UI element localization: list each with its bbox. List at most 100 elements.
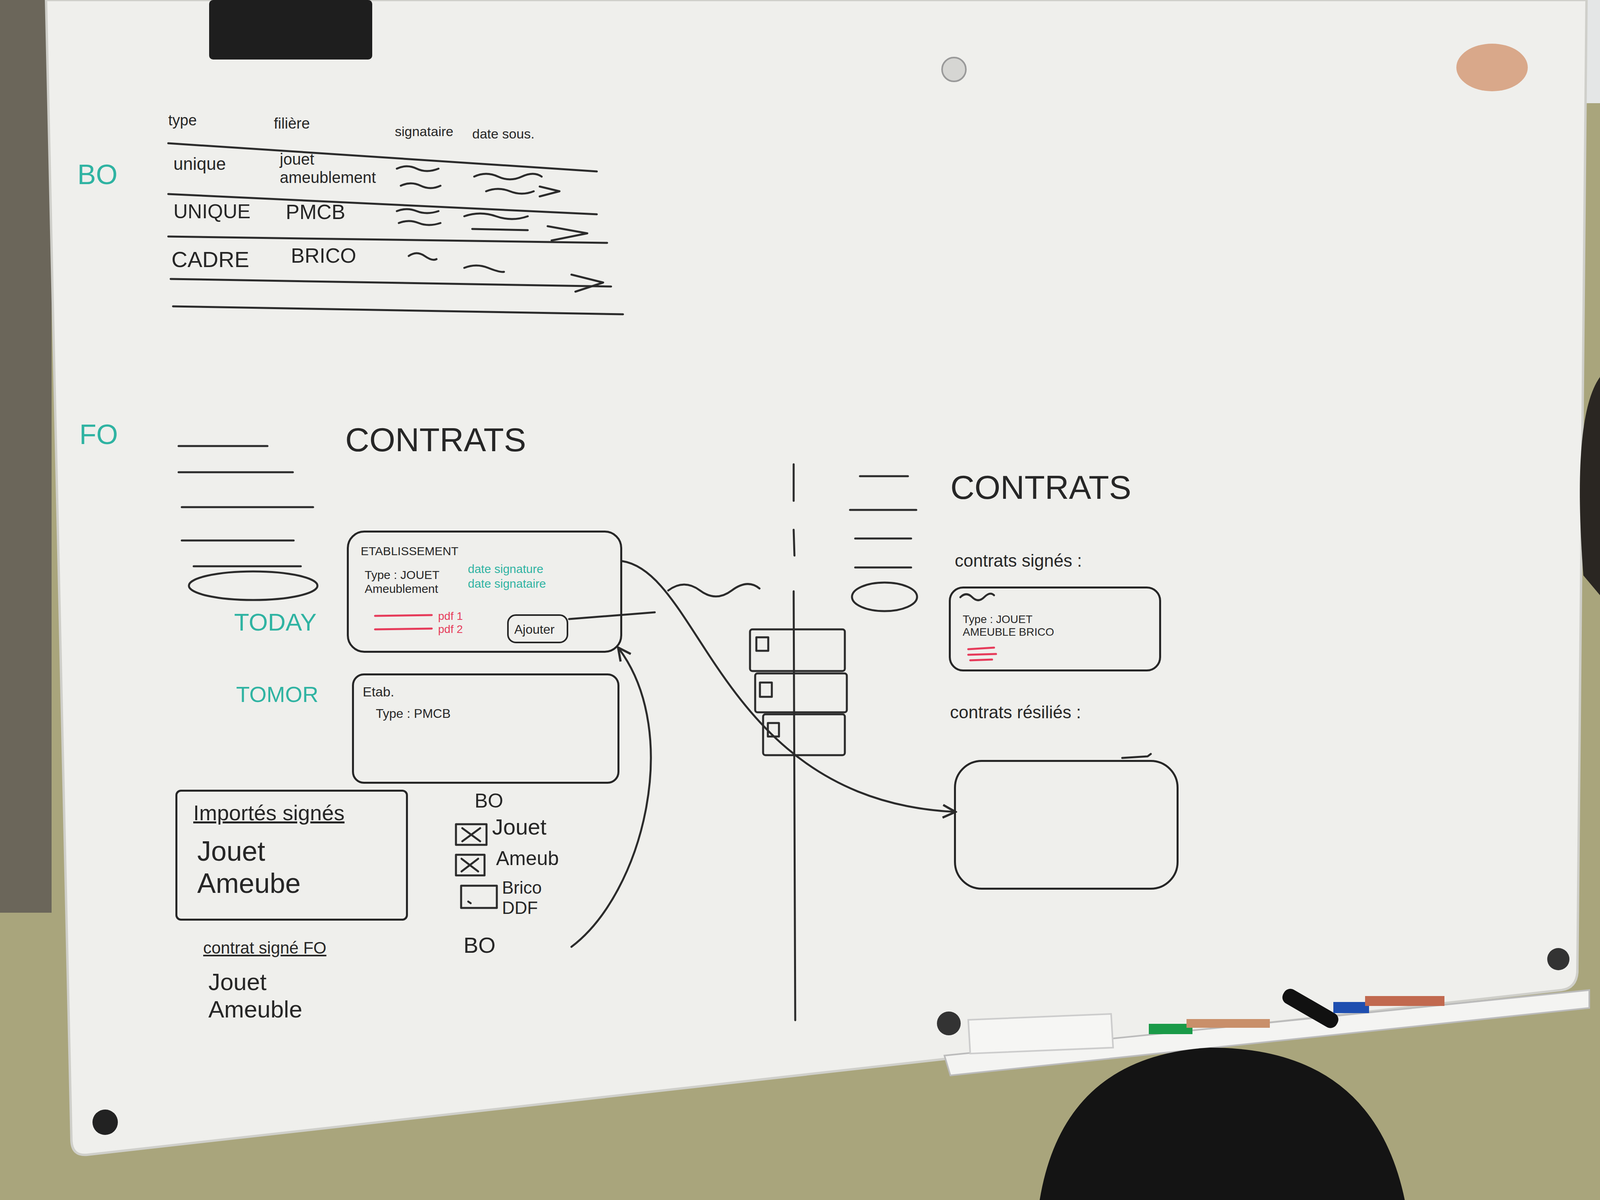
marker-body bbox=[1186, 1019, 1270, 1028]
whiteboard bbox=[46, 0, 1587, 1155]
handwritten-label: signataire bbox=[394, 123, 454, 140]
menu-line bbox=[178, 445, 268, 448]
handwritten-label: UNIQUE bbox=[173, 200, 251, 224]
handwritten-label: FO bbox=[79, 418, 118, 451]
table-rule bbox=[173, 306, 624, 315]
handwritten-label: jouet ameublement bbox=[279, 150, 395, 187]
node-text: Ajouter bbox=[514, 622, 555, 637]
link-line bbox=[569, 612, 655, 620]
pdf-line bbox=[375, 615, 432, 616]
person-edge bbox=[1579, 376, 1600, 596]
list-item-box bbox=[763, 714, 845, 756]
eraser bbox=[968, 1013, 1114, 1054]
node-text: date signature bbox=[467, 562, 544, 577]
checkbox bbox=[461, 885, 497, 908]
node-text: pdf 2 bbox=[438, 623, 463, 636]
pdf-line bbox=[968, 653, 997, 655]
handwritten-label: BO bbox=[463, 932, 496, 958]
list-item-box bbox=[755, 673, 847, 713]
marker-body bbox=[1365, 996, 1445, 1006]
contract-card: contrats signés :Type : JOUET AMEUBLE BR… bbox=[948, 586, 1162, 672]
scribble bbox=[400, 183, 441, 189]
scribble bbox=[472, 228, 528, 231]
menu-line bbox=[859, 475, 908, 478]
handwritten-label: Ameub bbox=[496, 847, 559, 871]
list-checkbox bbox=[756, 637, 769, 651]
board-screw bbox=[1547, 948, 1570, 971]
contract-card: contrats résiliés : bbox=[953, 759, 1179, 890]
menu-selected bbox=[188, 571, 318, 600]
handwritten-label: filière bbox=[273, 115, 310, 133]
handwritten-label: unique bbox=[173, 153, 226, 175]
handwritten-label: date sous. bbox=[472, 126, 535, 142]
checkbox-cross bbox=[461, 858, 479, 872]
pdf-line bbox=[375, 628, 432, 630]
board-screw bbox=[92, 1109, 118, 1135]
node-text: ETABLISSEMENT bbox=[360, 544, 459, 559]
menu-line bbox=[181, 539, 294, 542]
scribble bbox=[408, 253, 437, 260]
list-item-box bbox=[750, 629, 845, 672]
handwritten-label: BO bbox=[77, 158, 118, 191]
import-box: Importés signésJouet Ameube bbox=[175, 789, 408, 921]
handwritten-label: BRICO bbox=[290, 244, 357, 268]
node-text: Importés signés bbox=[193, 800, 345, 825]
scribble bbox=[396, 166, 439, 172]
menu-line bbox=[193, 565, 301, 568]
menu-line bbox=[178, 471, 293, 474]
board-screw bbox=[936, 1011, 961, 1036]
curved-arrow bbox=[571, 648, 651, 947]
handwritten-label: CADRE bbox=[171, 246, 250, 273]
scribble bbox=[398, 221, 441, 225]
divider bbox=[793, 591, 796, 1021]
blue-marker bbox=[1333, 1001, 1370, 1014]
chair bbox=[1039, 1047, 1405, 1200]
node-text: pdf 1 bbox=[438, 609, 463, 623]
scribble bbox=[668, 584, 760, 597]
handwritten-label: TODAY bbox=[234, 607, 317, 637]
establishment-card: Etab.Type : PMCB bbox=[351, 673, 620, 784]
divider bbox=[792, 464, 795, 501]
handwritten-label: BO bbox=[474, 789, 504, 813]
establishment-card: ETABLISSEMENT Type : JOUET Ameublement dat… bbox=[346, 530, 623, 653]
green-marker bbox=[1148, 1023, 1193, 1035]
chevron bbox=[539, 186, 560, 197]
checkbox-mark bbox=[468, 901, 471, 904]
hand bbox=[1456, 43, 1528, 92]
table-rule bbox=[168, 143, 597, 172]
handwritten-label: type bbox=[168, 111, 197, 130]
pdf-line bbox=[968, 647, 995, 650]
checkbox bbox=[455, 854, 485, 876]
scribble bbox=[486, 188, 534, 194]
chevron bbox=[571, 274, 604, 292]
scribble bbox=[960, 593, 995, 601]
left-wall-shadow bbox=[0, 0, 52, 913]
handwritten-label: contrat signé FO bbox=[203, 938, 327, 958]
board-clip bbox=[209, 0, 373, 60]
node-heading: contrats signés : bbox=[954, 550, 1082, 572]
connector-arrow bbox=[622, 561, 954, 812]
node-text: Etab. bbox=[362, 684, 395, 700]
menu-line bbox=[181, 506, 314, 509]
table-rule bbox=[168, 236, 608, 243]
handwritten-label: CONTRATS bbox=[950, 468, 1132, 507]
scribble bbox=[464, 265, 504, 272]
node-text: date signataire bbox=[467, 576, 547, 591]
menu-line bbox=[850, 509, 917, 512]
pdf-line bbox=[970, 659, 993, 661]
add-button: Ajouter bbox=[507, 614, 569, 644]
checkbox bbox=[455, 824, 487, 845]
list-checkbox bbox=[767, 723, 779, 737]
tick-line bbox=[1122, 753, 1151, 758]
handwritten-label: Brico DDF bbox=[501, 877, 542, 918]
board-screw bbox=[942, 57, 966, 82]
node-text: Type : JOUET Ameublement bbox=[364, 568, 460, 596]
black-marker bbox=[1279, 986, 1341, 1031]
handwritten-label: PMCB bbox=[285, 200, 346, 225]
divider bbox=[793, 529, 795, 556]
chevron bbox=[547, 226, 588, 241]
handwritten-label: CONTRATS bbox=[345, 420, 527, 460]
list-checkbox bbox=[759, 682, 772, 697]
